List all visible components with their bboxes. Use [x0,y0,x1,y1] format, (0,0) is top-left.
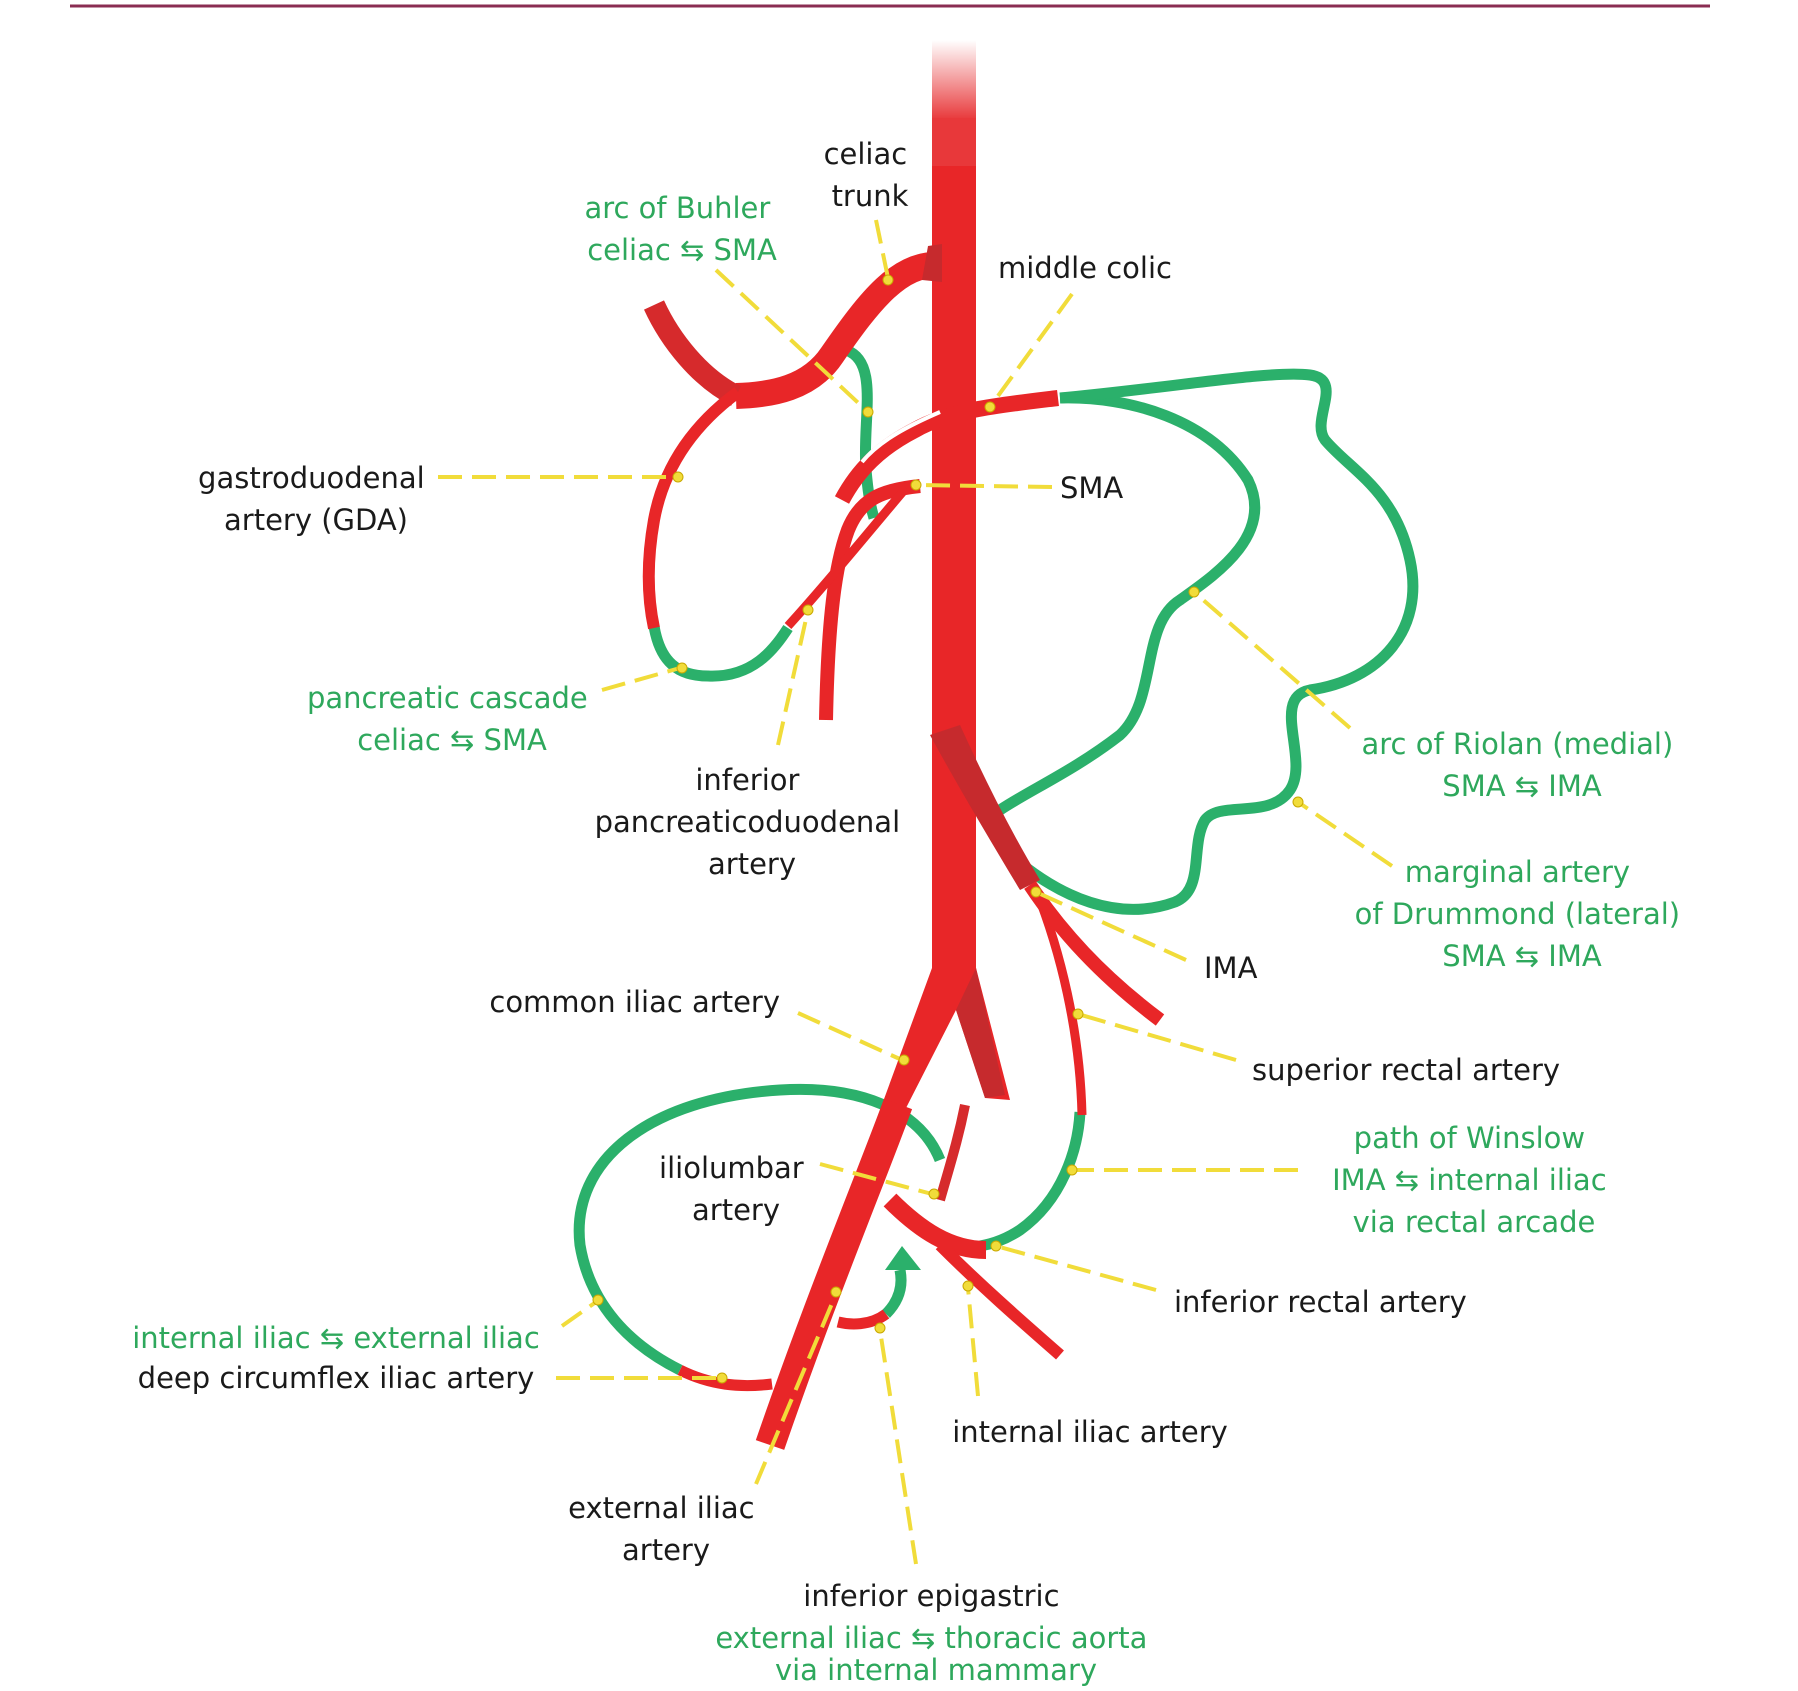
label-iliolumbar: iliolumbar artery [659,1151,813,1227]
label-celiac-trunk: celiac trunk [824,137,917,213]
common-iliac-right [956,968,1005,1098]
dot-middle-colic [984,401,996,413]
leader-marginal-artery [1296,800,1394,868]
collateral-vessels [573,344,1419,1375]
inferior-epigastric-red-vessel [836,1309,890,1330]
aorta [932,166,976,970]
sma-trunk-vessel [819,479,921,721]
dot-path-of-winslow [1066,1164,1078,1176]
arteries [642,40,1165,1450]
dot-arc-of-riolan [1188,586,1200,598]
path-of-winslow-vessel [979,1111,1086,1252]
external-iliac-vessel [755,1098,913,1450]
leader-dcia-green [560,1300,598,1328]
superior-rectal-vessel [1031,888,1087,1116]
aorta-fade-top [932,40,976,120]
marginal-artery-vessel [1001,368,1419,915]
dot-common-iliac [898,1054,910,1066]
leader-superior-rectal [1077,1012,1237,1062]
label-inferior-epigastric: inferior epigastric external iliac ⇆ tho… [715,1579,1156,1686]
celiac-trunk-vessel [735,251,941,409]
label-superior-rectal: superior rectal artery [1252,1053,1560,1087]
deep-circumflex-loop-vessel [573,1083,946,1375]
dot-celiac-trunk [882,274,894,286]
dot-ipda [802,604,814,616]
arc-of-riolan-vessel [996,392,1261,815]
internal-iliac-branch [935,1240,1064,1360]
label-middle-colic: middle colic [998,251,1172,285]
iliolumbar-vessel [935,1104,970,1202]
leader-arc-of-riolan [1192,590,1352,730]
dot-gda [672,471,684,483]
aorta-upper [932,118,976,168]
hepatic-branch-vessel [643,300,742,406]
dot-internal-iliac [962,1280,974,1292]
celiac-trunk-origin [922,244,942,282]
label-arc-of-buhler: arc of Buhler celiac ⇆ SMA [584,191,779,267]
inferior-epigastric-vessel [881,1268,907,1318]
label-external-iliac: external iliac artery [568,1491,764,1567]
leader-inferior-epigastric [878,1329,918,1565]
dot-superior-rectal [1072,1008,1084,1020]
dot-iliolumbar [928,1188,940,1200]
gda-vessel [642,387,742,630]
leader-inferior-rectal [995,1244,1157,1292]
label-internal-iliac: internal iliac artery [952,1415,1228,1449]
leader-iliolumbar [819,1162,933,1196]
internal-iliac-vessel [883,1193,987,1259]
label-gda: gastroduodenal artery (GDA) [198,461,434,537]
label-dcia-black: deep circumflex iliac artery [138,1361,535,1395]
leader-celiac-trunk [874,219,890,279]
label-inferior-rectal: inferior rectal artery [1174,1285,1467,1319]
label-ima: IMA [1204,951,1258,985]
leader-internal-iliac [966,1287,980,1397]
leader-ipda [776,609,810,746]
ima-vessel [930,725,1040,890]
dot-external-iliac [830,1286,842,1298]
label-common-iliac: common iliac artery [489,985,780,1019]
dot-inferior-rectal [990,1240,1002,1252]
dot-pancreatic-cascade [676,662,688,674]
sma-vessel [834,390,1059,504]
dot-sma [910,479,922,491]
label-path-of-winslow: path of Winslow IMA ⇆ internal iliac via… [1332,1121,1616,1239]
leader-pancreatic-cascade [601,666,681,692]
leader-middle-colic [988,292,1074,409]
middle-colic-separator [860,410,941,464]
dot-ima [1030,886,1042,898]
labels: celiac trunk arc of Buhler celiac ⇆ SMA … [132,137,1690,1687]
leader-arc-of-buhler [714,268,870,414]
inferior-epigastric-arrowhead [885,1246,921,1270]
leader-common-iliac [797,1011,903,1062]
leader-external-iliac [754,1293,838,1485]
leader-lines [438,219,1394,1565]
label-dcia-green: internal iliac ⇆ external iliac [132,1321,540,1355]
label-ipda: inferior pancreaticoduodenal artery [595,763,910,881]
leader-sma [915,483,1053,489]
dot-marginal-artery [1292,796,1304,808]
label-marginal-artery: marginal artery of Drummond (lateral) SM… [1355,855,1690,973]
pancreatic-cascade-vessel [648,624,793,682]
deep-circumflex-red-vessel [677,1365,773,1392]
leader-ima [1035,890,1187,962]
label-arc-of-riolan: arc of Riolan (medial) SMA ⇆ IMA [1362,727,1683,803]
dot-dcia-black [716,1372,728,1384]
label-sma: SMA [1060,471,1123,505]
label-pancreatic-cascade: pancreatic cascade celiac ⇆ SMA [307,681,597,757]
dot-dcia-green [592,1294,604,1306]
dot-arc-of-buhler [862,406,874,418]
dot-inferior-epigastric [874,1322,886,1334]
